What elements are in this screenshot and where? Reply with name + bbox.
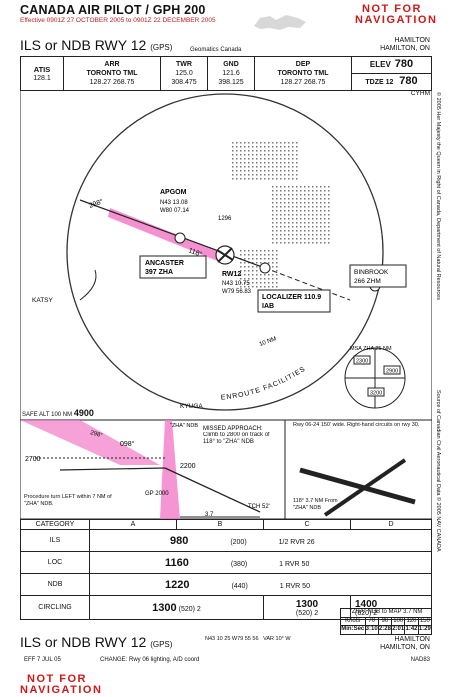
approach-track [108,208,228,262]
ils-row: ILS 980 (200) 1/2 RVR 26 [20,529,432,552]
procedure-turn-note: Procedure turn LEFT within 7 NM of "ZHA"… [24,494,112,507]
binbrook-label: BINBROOK [354,269,389,276]
ndb-row: NDB 1220 (440) 1 RVR 50 [20,573,432,596]
dep-cell: DEP TORONTO TML 128.27 268.75 [254,56,352,91]
not-for-navigation-top: NOT FOR NAVIGATION [355,3,438,26]
ndb-pink-column [160,420,180,519]
cat-c: C [263,519,351,530]
footer-eff: EFF 7 JUL 05 [24,657,61,663]
runway-12-30 [299,467,416,505]
cat-a: A [89,519,177,530]
footer-procedure-title: ILS or NDB RWY 12 (GPS) [20,634,173,650]
tdze-cell: TDZE 12 780 [351,73,432,91]
airport-symbol [215,245,235,265]
runway-06-24 [323,458,407,517]
kyuga-label: KYUGA [180,403,203,410]
msa-3200: 3200 [370,391,382,397]
crs-098: 098° [120,440,135,448]
ancaster-id: 397 ZHA [145,269,173,276]
apgom-lat: N43 13.08 [160,200,188,206]
cat-d: D [350,519,432,530]
ancaster-ndb [174,232,186,244]
apgom-label: APGOM [160,189,187,196]
profile-view: 2700 2200 098° 298° GP 2000 "ZHA" NDB MI… [20,420,285,519]
localizer-box [257,289,331,313]
minima-table: CATEGORY A B C D ILS 980 (200) 1/2 RVR 2… [20,519,432,620]
ndb-distance-note: 118° 3.7 NM From "ZHA" NDB [293,498,338,511]
apgom-lon: W80 07.14 [160,208,190,214]
publisher: Geomatics Canada [190,47,242,53]
footer-nad: NAD83 [410,657,430,663]
katsy-label: KATSY [32,297,53,304]
navcanada-side: Source of Canadian Civil Aeronautical Da… [435,390,441,552]
ten-nm-label: 10 NM [259,336,278,348]
gp-label: GP 2000 [145,491,169,497]
ancaster-box [139,255,207,279]
loc-row: LOC 1160 (380) 1 RVR 50 [20,551,432,574]
enroute-circle [66,93,384,411]
gnd-cell: GND 121.6 398.125 [207,56,255,91]
effective-dates: Effective 0901Z 27 OCTOBER 2005 to 0901Z… [20,17,216,24]
canada-map-logo [250,12,310,32]
safe-alt: SAFE ALT 100 NM 4900 [22,408,94,418]
plan-view: ENROUTE FACILITIES APGOM N43 13.08 W80 0… [20,90,432,420]
binbrook-box [349,264,407,288]
binbrook-id: 266 ZHM [354,278,381,285]
missed-text: Climb to 2800 on track of 118° to "ZHA" … [203,432,270,445]
terrain-shading [230,140,330,290]
missed-label: MISSED APPROACH: [203,426,263,432]
localizer-course [264,267,351,301]
glide-path [164,467,261,513]
crs-298-profile: 298° [89,430,103,439]
localizer-label: LOCALIZER 110.9 [262,294,321,301]
airport-id: CYHM [410,90,430,97]
localizer-antenna [259,262,271,274]
twr-cell: TWR 125.0 308.475 [160,56,208,91]
alt-2200: 2200 [180,463,196,470]
enroute-facilities-label: ENROUTE FACILITIES [221,365,308,401]
category-header: CATEGORY [20,519,90,530]
aerodrome-diagram: Rwy 06-24 150' wide. Right-hand circuits… [285,420,432,519]
tch-label: TCH 52' [248,504,270,510]
elev-cell: ELEV 780 [351,56,432,74]
copyright-side: © 2005 Her Majesty the Queen in Right of… [435,92,441,300]
msa-label: MSA ZHA 25 NM [350,346,392,352]
atis-cell: ATIS 128.1 [20,56,64,91]
rw12-label: RW12 [222,271,241,278]
rw12-lon: W79 56.83 [222,289,252,295]
chart-series-title: CANADA AIR PILOT / GPH 200 [20,3,206,17]
frequency-box: ATIS 128.1 ARR TORONTO TML 128.27 268.75… [20,56,432,91]
elev-1296: 1296 [218,216,232,222]
alt-2700: 2700 [25,456,41,463]
ancaster-label: ANCASTER [145,260,184,267]
rwy-note: Rwy 06-24 150' wide. Right-hand circuits… [293,422,420,428]
zha-ndb-label: "ZHA" NDB [170,423,198,429]
procedure-title: ILS or NDB RWY 12 (GPS) [20,37,173,53]
not-for-navigation-bottom: NOT FOR NAVIGATION [20,673,103,696]
cat-b: B [176,519,264,530]
dist-3-7: 3.7 [205,512,214,518]
footer-coords: N43 10 25 W79 55 56 VAR 10° W [205,636,291,642]
msa-2300: 2300 [356,359,368,365]
localizer-id: IAB [262,303,274,310]
rw12-lat: N43 10.75 [222,281,250,287]
arr-cell: ARR TORONTO TML 128.27 268.75 [63,56,161,91]
msa-2900: 2900 [386,369,398,375]
katsy-arc [79,269,97,301]
footer-change: CHANGE: Rwy 06 lighting, A/D coord [100,657,200,663]
